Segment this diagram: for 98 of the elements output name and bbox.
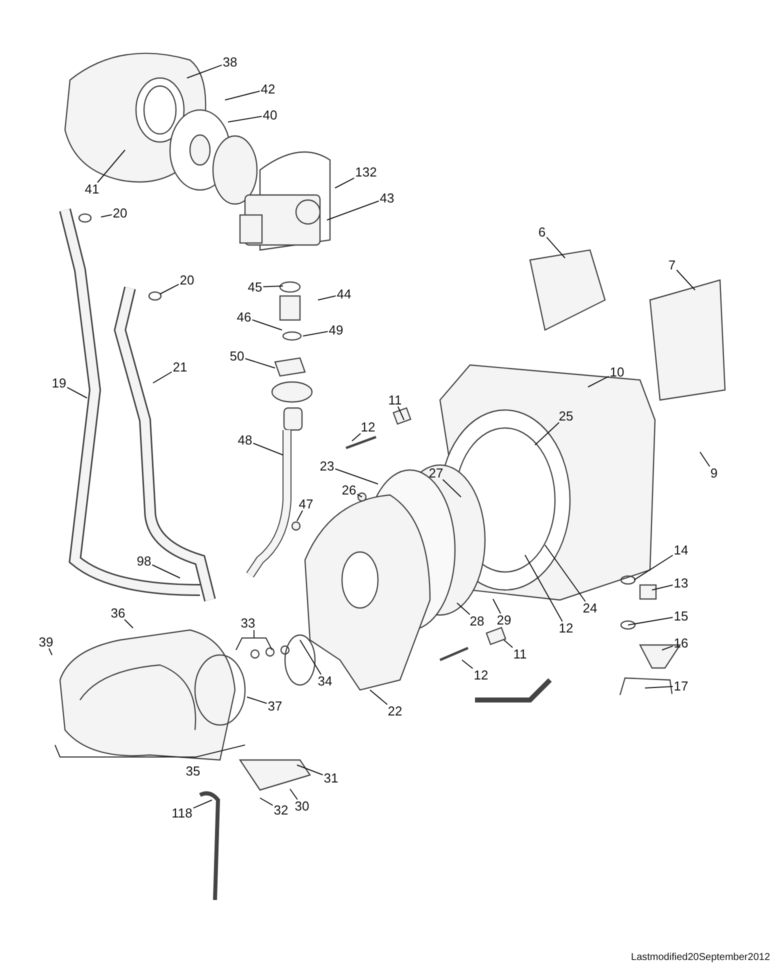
leader-line (662, 646, 674, 650)
leader-line (192, 800, 212, 809)
callout-number: 13 (672, 576, 690, 590)
leader-line (300, 640, 322, 675)
leader-line (356, 494, 362, 498)
leader-line (700, 452, 710, 467)
callout-number: 26 (340, 484, 358, 496)
callout-number: 7 (667, 258, 677, 272)
callout-number: 45 (246, 280, 264, 294)
leader-line (152, 371, 172, 384)
leader-line (152, 564, 180, 578)
callout-number: 44 (336, 288, 352, 300)
callout-number: 14 (672, 544, 690, 556)
callout-number: 41 (84, 182, 100, 196)
leader-line (676, 270, 696, 290)
leader-line (290, 788, 298, 800)
callout-number: 12 (558, 622, 574, 634)
callout-number: 25 (558, 410, 574, 422)
callout-number: 40 (262, 108, 278, 122)
leader-line (318, 295, 336, 300)
leader-line (546, 236, 566, 258)
callout-number: 47 (298, 498, 314, 510)
callout-number: 31 (322, 772, 340, 784)
callout-number: 12 (472, 668, 490, 682)
callout-number: 30 (294, 800, 310, 812)
leader-line (186, 64, 222, 78)
leader-line (644, 686, 674, 688)
callout-number: 27 (428, 466, 444, 480)
callout-number: 19 (50, 376, 68, 390)
callout-number: 20 (112, 206, 128, 220)
callout-number: 50 (228, 350, 246, 362)
leader-line (252, 319, 282, 330)
callout-number: 39 (38, 636, 54, 648)
callout-number: 118 (170, 806, 194, 820)
callout-number: 16 (672, 636, 690, 650)
leader-line (296, 764, 324, 776)
callout-number: 11 (512, 648, 528, 660)
leader-line (397, 406, 404, 420)
leader-line (628, 616, 674, 626)
callout-number: 46 (236, 310, 252, 324)
leader-line (652, 584, 674, 590)
leader-line (504, 640, 514, 648)
leader-line (302, 331, 328, 336)
callout-number: 20 (178, 274, 196, 286)
callout-number: 11 (387, 394, 403, 406)
leader-line (260, 798, 274, 806)
leader-line (462, 660, 474, 669)
leader-line (97, 150, 126, 183)
callout-number: 23 (318, 460, 336, 472)
callout-number: 132 (354, 166, 378, 178)
callout-number: 49 (328, 324, 344, 336)
leader-line (634, 554, 674, 580)
callout-number: 6 (537, 226, 547, 238)
leader-line (334, 468, 378, 484)
leader-line (66, 386, 88, 398)
leader-line (124, 619, 134, 628)
callout-number: 33 (240, 616, 256, 630)
leader-line (48, 648, 52, 656)
leader-line (160, 284, 180, 294)
callout-number: 17 (672, 680, 690, 692)
leader-line (588, 376, 610, 388)
callout-number: 28 (468, 614, 486, 628)
leader-line (100, 214, 112, 218)
leader-line (352, 433, 362, 442)
callout-number: 35 (184, 764, 202, 778)
leader-line (246, 696, 268, 704)
leader-line (370, 690, 388, 705)
callout-number: 32 (272, 804, 290, 816)
leader-line (456, 602, 470, 615)
callout-number: 9 (709, 466, 719, 480)
callout-number: 29 (496, 614, 512, 626)
callout-number: 10 (608, 366, 626, 378)
leader-line (224, 90, 260, 100)
callout-number: 22 (386, 704, 404, 718)
leader-line (492, 598, 502, 614)
leader-line (228, 116, 262, 122)
leader-line (544, 544, 586, 602)
callout-number: 48 (236, 434, 254, 446)
callout-number: 36 (110, 606, 126, 620)
callout-number: 24 (582, 602, 598, 614)
leader-line (296, 510, 304, 522)
callout-number: 15 (672, 610, 690, 622)
leader-line (326, 200, 380, 220)
callout-number: 21 (172, 360, 188, 374)
callout-number: 37 (266, 700, 284, 712)
leader-line (262, 286, 284, 288)
leader-line (442, 479, 462, 498)
revision-note: Lastmodified20September2012 (631, 951, 770, 965)
leader-line (524, 554, 563, 622)
leader-line (334, 178, 355, 188)
callout-number: 43 (378, 192, 396, 204)
leader-line (244, 358, 276, 368)
callout-number: 38 (222, 56, 238, 68)
callout-number: 12 (360, 420, 376, 434)
callout-number: 34 (316, 674, 334, 688)
leader-line (252, 442, 284, 456)
callout-number: 98 (136, 554, 152, 568)
callout-number: 42 (260, 82, 276, 96)
